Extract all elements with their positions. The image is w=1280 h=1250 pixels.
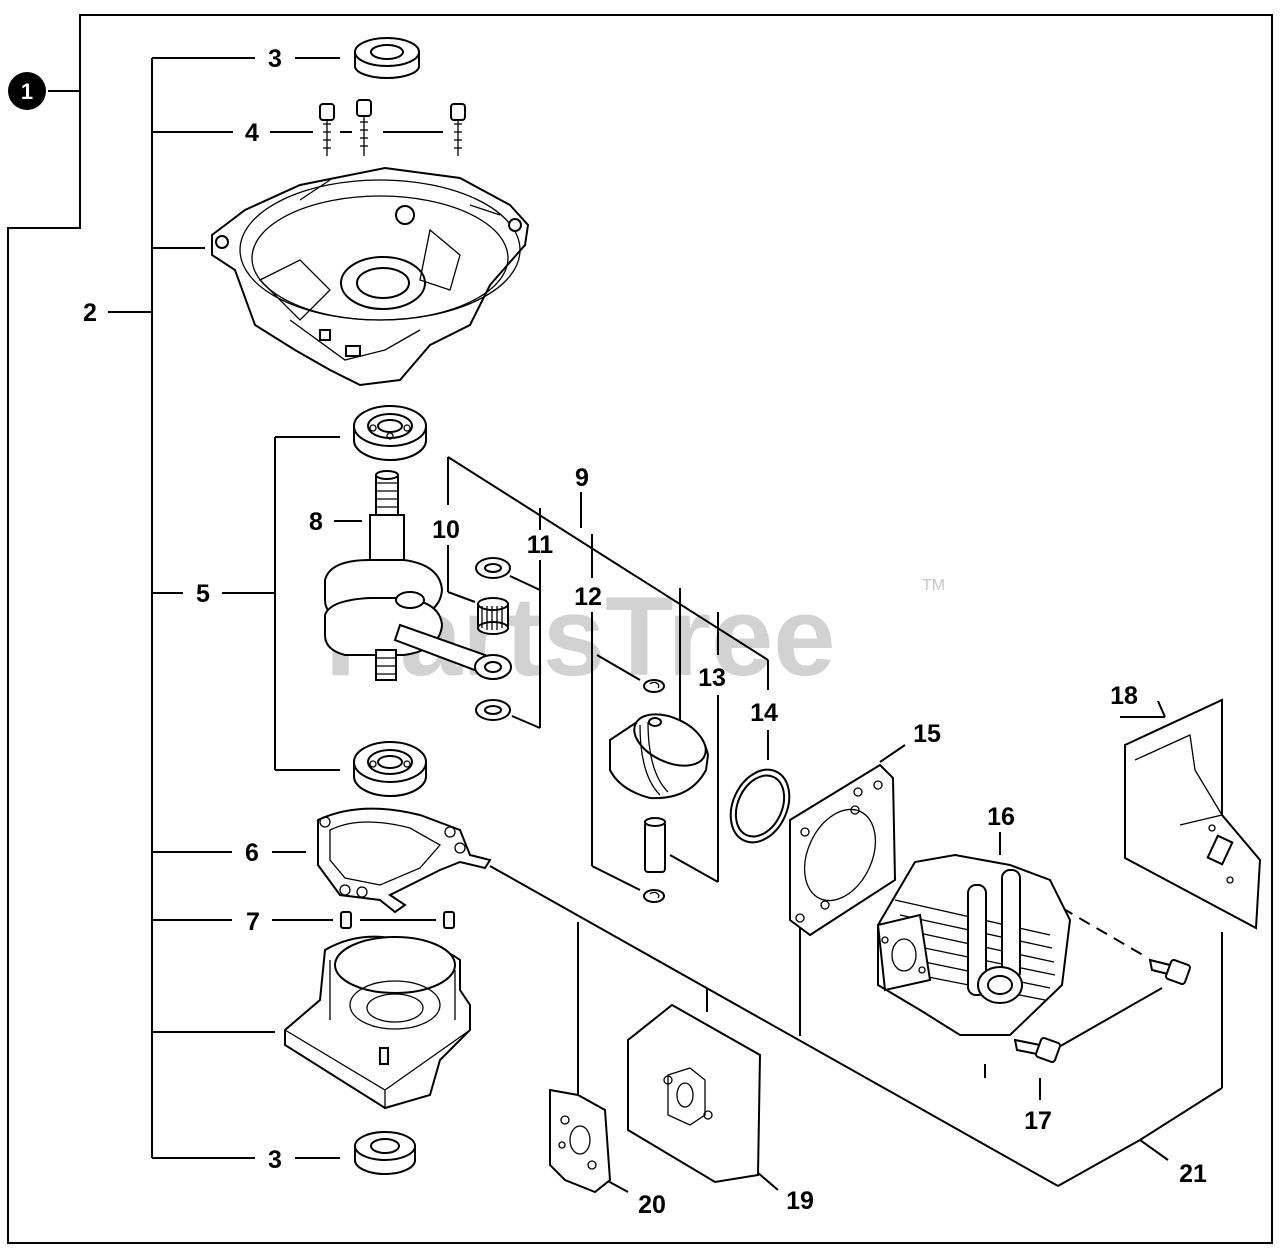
- thrust-washers[interactable]: [475, 557, 511, 721]
- label-17: 17: [1024, 1107, 1052, 1135]
- label-2: 2: [83, 299, 97, 327]
- crankcase-gasket[interactable]: [317, 807, 492, 914]
- dowel-pins[interactable]: [340, 911, 455, 929]
- diagram-frame: [7, 14, 1273, 1244]
- label-19: 19: [786, 1187, 814, 1215]
- bracket-group-9: [447, 456, 769, 891]
- oil-seal-top[interactable]: [354, 37, 420, 79]
- screws[interactable]: [319, 99, 466, 156]
- crankcase-upper[interactable]: [211, 166, 530, 387]
- label-3-top: 3: [268, 45, 282, 73]
- label-6: 6: [245, 839, 259, 867]
- cylinder-bolts[interactable]: [1013, 958, 1191, 1063]
- cylinder-gasket[interactable]: [789, 763, 897, 937]
- label-5: 5: [196, 580, 210, 608]
- label-15: 15: [913, 720, 941, 748]
- needle-bearing[interactable]: [477, 597, 509, 635]
- bearing-lower[interactable]: [353, 741, 427, 797]
- label-8: 8: [309, 508, 323, 536]
- label-7: 7: [246, 908, 260, 936]
- intake-gasket[interactable]: [549, 1088, 612, 1194]
- piston[interactable]: [609, 704, 714, 800]
- connecting-rod[interactable]: [393, 623, 512, 680]
- label-13: 13: [698, 664, 726, 692]
- bearing-upper[interactable]: [353, 405, 427, 461]
- label-12: 12: [574, 583, 602, 611]
- piston-pin[interactable]: [644, 817, 666, 873]
- heat-shield[interactable]: [1124, 698, 1262, 930]
- label-3-bottom: 3: [268, 1146, 282, 1174]
- leader-lines: [489, 700, 1223, 1193]
- label-10: 10: [432, 516, 460, 544]
- oil-seal-bottom[interactable]: [354, 1131, 416, 1175]
- label-21: 21: [1179, 1160, 1207, 1188]
- bracket-group-2: [108, 57, 443, 1159]
- bracket-group-5: [274, 436, 362, 771]
- crankshaft[interactable]: [324, 470, 444, 681]
- label-18: 18: [1110, 682, 1138, 710]
- label-4: 4: [245, 119, 259, 147]
- carburetor-gasket[interactable]: [627, 1003, 762, 1184]
- label-9: 9: [575, 464, 589, 492]
- watermark-trademark: TM: [922, 577, 945, 594]
- crankcase-lower[interactable]: [284, 935, 471, 1110]
- cylinder[interactable]: [876, 853, 1072, 1036]
- circlips[interactable]: [643, 679, 665, 903]
- label-20: 20: [638, 1191, 666, 1219]
- assembly-badge[interactable]: 1: [8, 72, 46, 110]
- label-16: 16: [987, 803, 1015, 831]
- label-14: 14: [750, 699, 778, 727]
- svg-text:1: 1: [21, 79, 33, 104]
- piston-ring[interactable]: [719, 760, 800, 852]
- label-11: 11: [527, 531, 554, 559]
